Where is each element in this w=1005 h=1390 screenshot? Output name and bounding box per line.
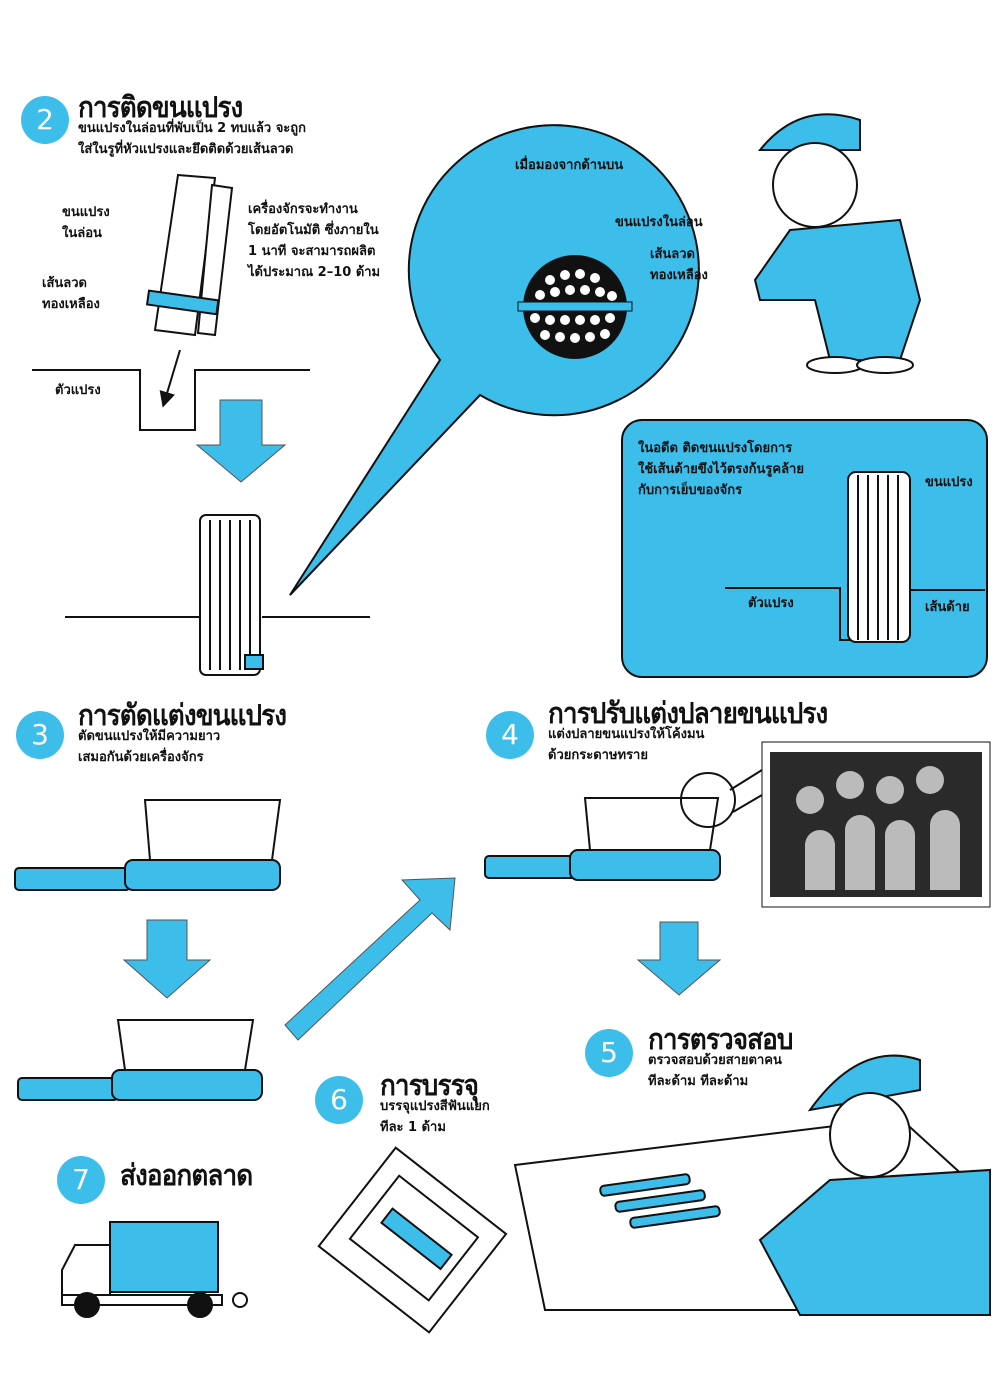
toothbrush-rounded [484, 769, 763, 881]
speech-bubble [289, 124, 700, 596]
label-brush-body: ตัวแปรง [55, 383, 101, 398]
step-title: การติดขนแปรง [78, 90, 243, 124]
past-note: ในอดีต ติดขนแปรงโดยการ [638, 441, 793, 456]
inspector-illustration [758, 1054, 991, 1316]
toothbrush-trimmed [17, 1019, 263, 1101]
step-title: การตัดแต่งขนแปรง [78, 698, 287, 732]
step-description: ด้วยกระดาษทราย [548, 748, 648, 763]
arrow-diagonal-icon [284, 877, 456, 1041]
toothbrush-untrimmed [14, 799, 282, 891]
arrow-down-icon [636, 921, 722, 996]
worker-illustration [753, 113, 922, 374]
step-number-badge: 6 [315, 1076, 363, 1124]
label-bristle: ขนแปรง [925, 475, 973, 490]
step-description: ตรวจสอบด้วยสายตาคน [648, 1053, 782, 1068]
step-title: การบรรจุ [380, 1068, 479, 1102]
bristle-inserted [199, 514, 264, 676]
past-note: ใช้เส้นด้ายขึงไว้ตรงก้นรูคล้าย [638, 462, 804, 477]
label-bristle: ขนแปรง [62, 205, 110, 220]
label-thread: เส้นด้าย [925, 600, 970, 615]
label-wire: ทองเหลือง [650, 268, 708, 283]
arrow-down-icon [122, 919, 212, 999]
inspected-brushes [599, 1173, 721, 1229]
step-description: แต่งปลายขนแปรงให้โค้งมน [548, 727, 705, 742]
arrow-down-icon [195, 399, 287, 483]
label-bristle: ขนแปรงในล่อน [615, 215, 703, 230]
label-wire: เส้นลวด [650, 247, 695, 262]
step-number-badge: 2 [21, 96, 69, 144]
bubble-title: เมื่อมองจากด้านบน [515, 158, 624, 173]
label-bristle: ในล่อน [62, 226, 102, 241]
step-number-badge: 5 [585, 1029, 633, 1077]
step-title: ส่งออกตลาด [120, 1158, 253, 1192]
machine-note: โดยอัตโนมัติ ซึ่งภายใน [248, 223, 379, 238]
label-brush-body: ตัวแปรง [748, 596, 794, 611]
step-title: การตรวจสอบ [648, 1022, 793, 1056]
machine-note: ได้ประมาณ 2–10 ด้าม [248, 265, 381, 280]
label-wire: ทองเหลือง [42, 297, 100, 312]
step-description: ทีละด้าม ทีละด้าม [648, 1074, 749, 1089]
step-description: ทีละ 1 ด้าม [380, 1120, 446, 1135]
step-number-badge: 7 [57, 1156, 105, 1204]
machine-note: 1 นาที จะสามารถผลิต [248, 244, 376, 259]
brush-head-hole [32, 369, 310, 431]
past-note: กับการเย็บของจักร [638, 483, 743, 498]
packaged-toothbrush [317, 1146, 508, 1334]
machine-note: เครื่องจักรจะทำงาน [248, 202, 358, 217]
step-description: ขนแปรงในล่อนที่พับเป็น 2 ทบแล้ว จะถูก [78, 121, 307, 136]
truck-icon [61, 1221, 248, 1318]
step-description: เสมอกันด้วยเครื่องจักร [78, 750, 204, 765]
step-description: บรรจุแปรงสีฟันแยก [380, 1099, 490, 1114]
step-number-badge: 3 [16, 711, 64, 759]
bristle-bundle [145, 173, 234, 337]
step-description: ใส่ในรูที่หัวแปรงและยึดติดด้วยเส้นลวด [78, 142, 294, 157]
label-wire: เส้นลวด [42, 276, 87, 291]
step-title: การปรับแต่งปลายขนแปรง [548, 696, 828, 730]
step-number-badge: 4 [486, 711, 534, 759]
bristle-cross-section [517, 255, 633, 359]
step-description: ตัดขนแปรงให้มีความยาว [78, 729, 221, 744]
